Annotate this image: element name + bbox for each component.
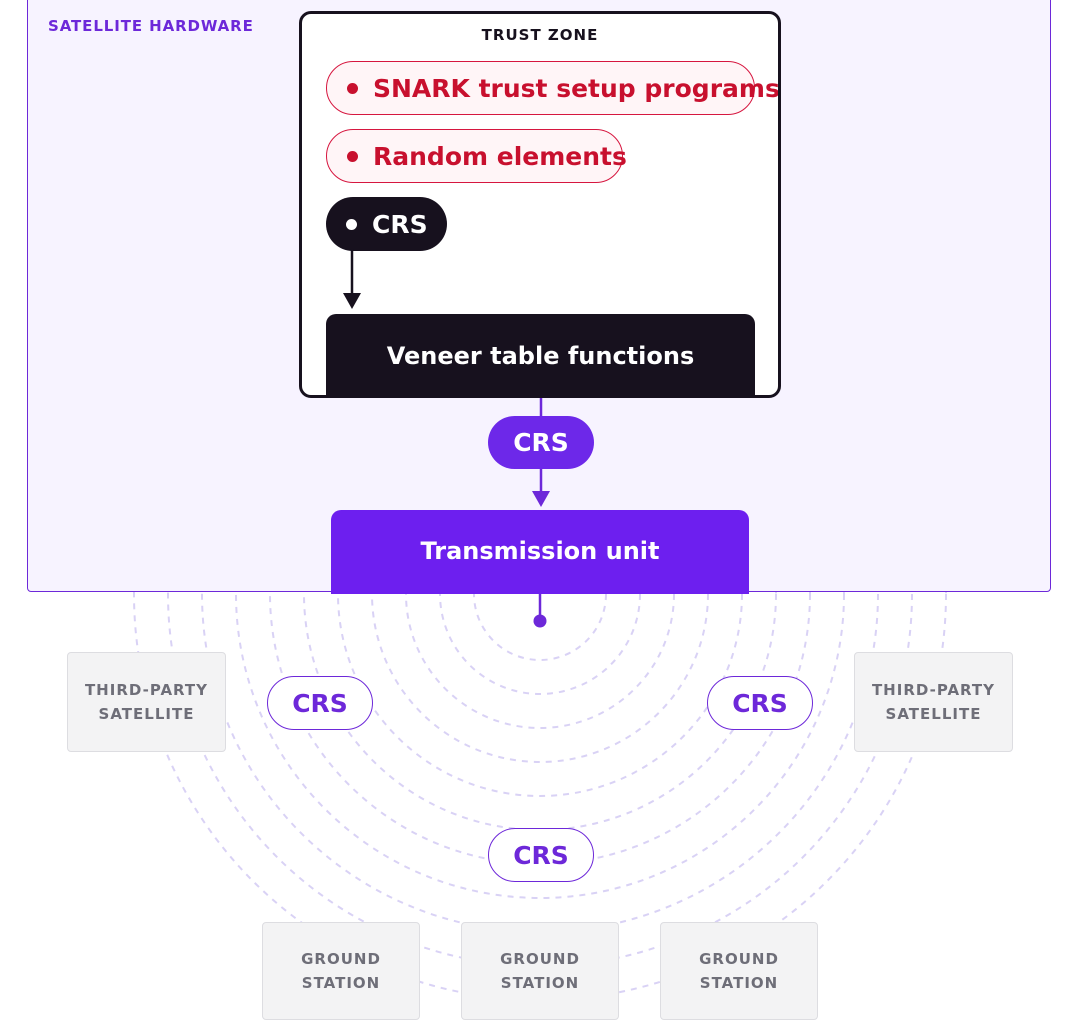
veneer-table-functions-label: Veneer table functions (386, 342, 695, 370)
crs-broadcast-right-label: CRS (732, 688, 788, 718)
crs-transfer-label: CRS (513, 428, 569, 457)
wave-ring (303, 357, 777, 831)
ground-station-center: GROUND STATION (461, 922, 619, 1020)
transmission-unit: Transmission unit (331, 510, 749, 594)
crs-broadcast-center-label: CRS (513, 840, 569, 870)
ground-station-left: GROUND STATION (262, 922, 420, 1020)
node-label-line1: THIRD-PARTY (84, 681, 209, 699)
bullet-dot-icon (346, 218, 357, 230)
random-elements-label: Random elements (373, 141, 627, 171)
veneer-table-functions: Veneer table functions (326, 314, 755, 395)
node-label-line1: THIRD-PARTY (871, 681, 996, 699)
random-elements-pill: Random elements (326, 129, 627, 183)
wave-ring (371, 425, 709, 763)
crs-transfer-pill: CRS (488, 416, 594, 469)
satellite-hardware-label: SATELLITE HARDWARE (48, 17, 254, 35)
transmission-unit-label: Transmission unit (420, 536, 660, 565)
node-label-line1: GROUND (500, 950, 580, 968)
node-label-line1: GROUND (301, 950, 381, 968)
node-label-line1: GROUND (699, 950, 779, 968)
node-label-line2: STATION (500, 974, 580, 992)
crs-broadcast-left: CRS (267, 676, 373, 730)
bullet-dot-icon (347, 82, 358, 94)
crs-broadcast-left-label: CRS (292, 688, 348, 718)
snark-trust-setup-pill: SNARK trust setup programs (326, 61, 778, 115)
crs-broadcast-center: CRS (488, 828, 594, 882)
node-label-line2: SATELLITE (885, 705, 982, 723)
trust-zone-title: TRUST ZONE (481, 26, 599, 44)
snark-trust-setup-label: SNARK trust setup programs (373, 73, 780, 103)
crs-generated-label: CRS (372, 209, 428, 239)
wave-ring (473, 527, 607, 661)
crs-broadcast-right: CRS (707, 676, 813, 730)
third-party-satellite-right: THIRD-PARTY SATELLITE (854, 652, 1013, 752)
node-label-line2: STATION (699, 974, 779, 992)
node-label-line2: STATION (301, 974, 381, 992)
crs-generated-pill: CRS (326, 197, 447, 251)
trust-zone: TRUST ZONE SNARK trust setup programs Ra… (299, 11, 781, 398)
third-party-satellite-left: THIRD-PARTY SATELLITE (67, 652, 226, 752)
node-label-line2: SATELLITE (98, 705, 195, 723)
ground-station-right: GROUND STATION (660, 922, 818, 1020)
bullet-dot-icon (347, 150, 358, 162)
wave-ring (405, 459, 675, 729)
